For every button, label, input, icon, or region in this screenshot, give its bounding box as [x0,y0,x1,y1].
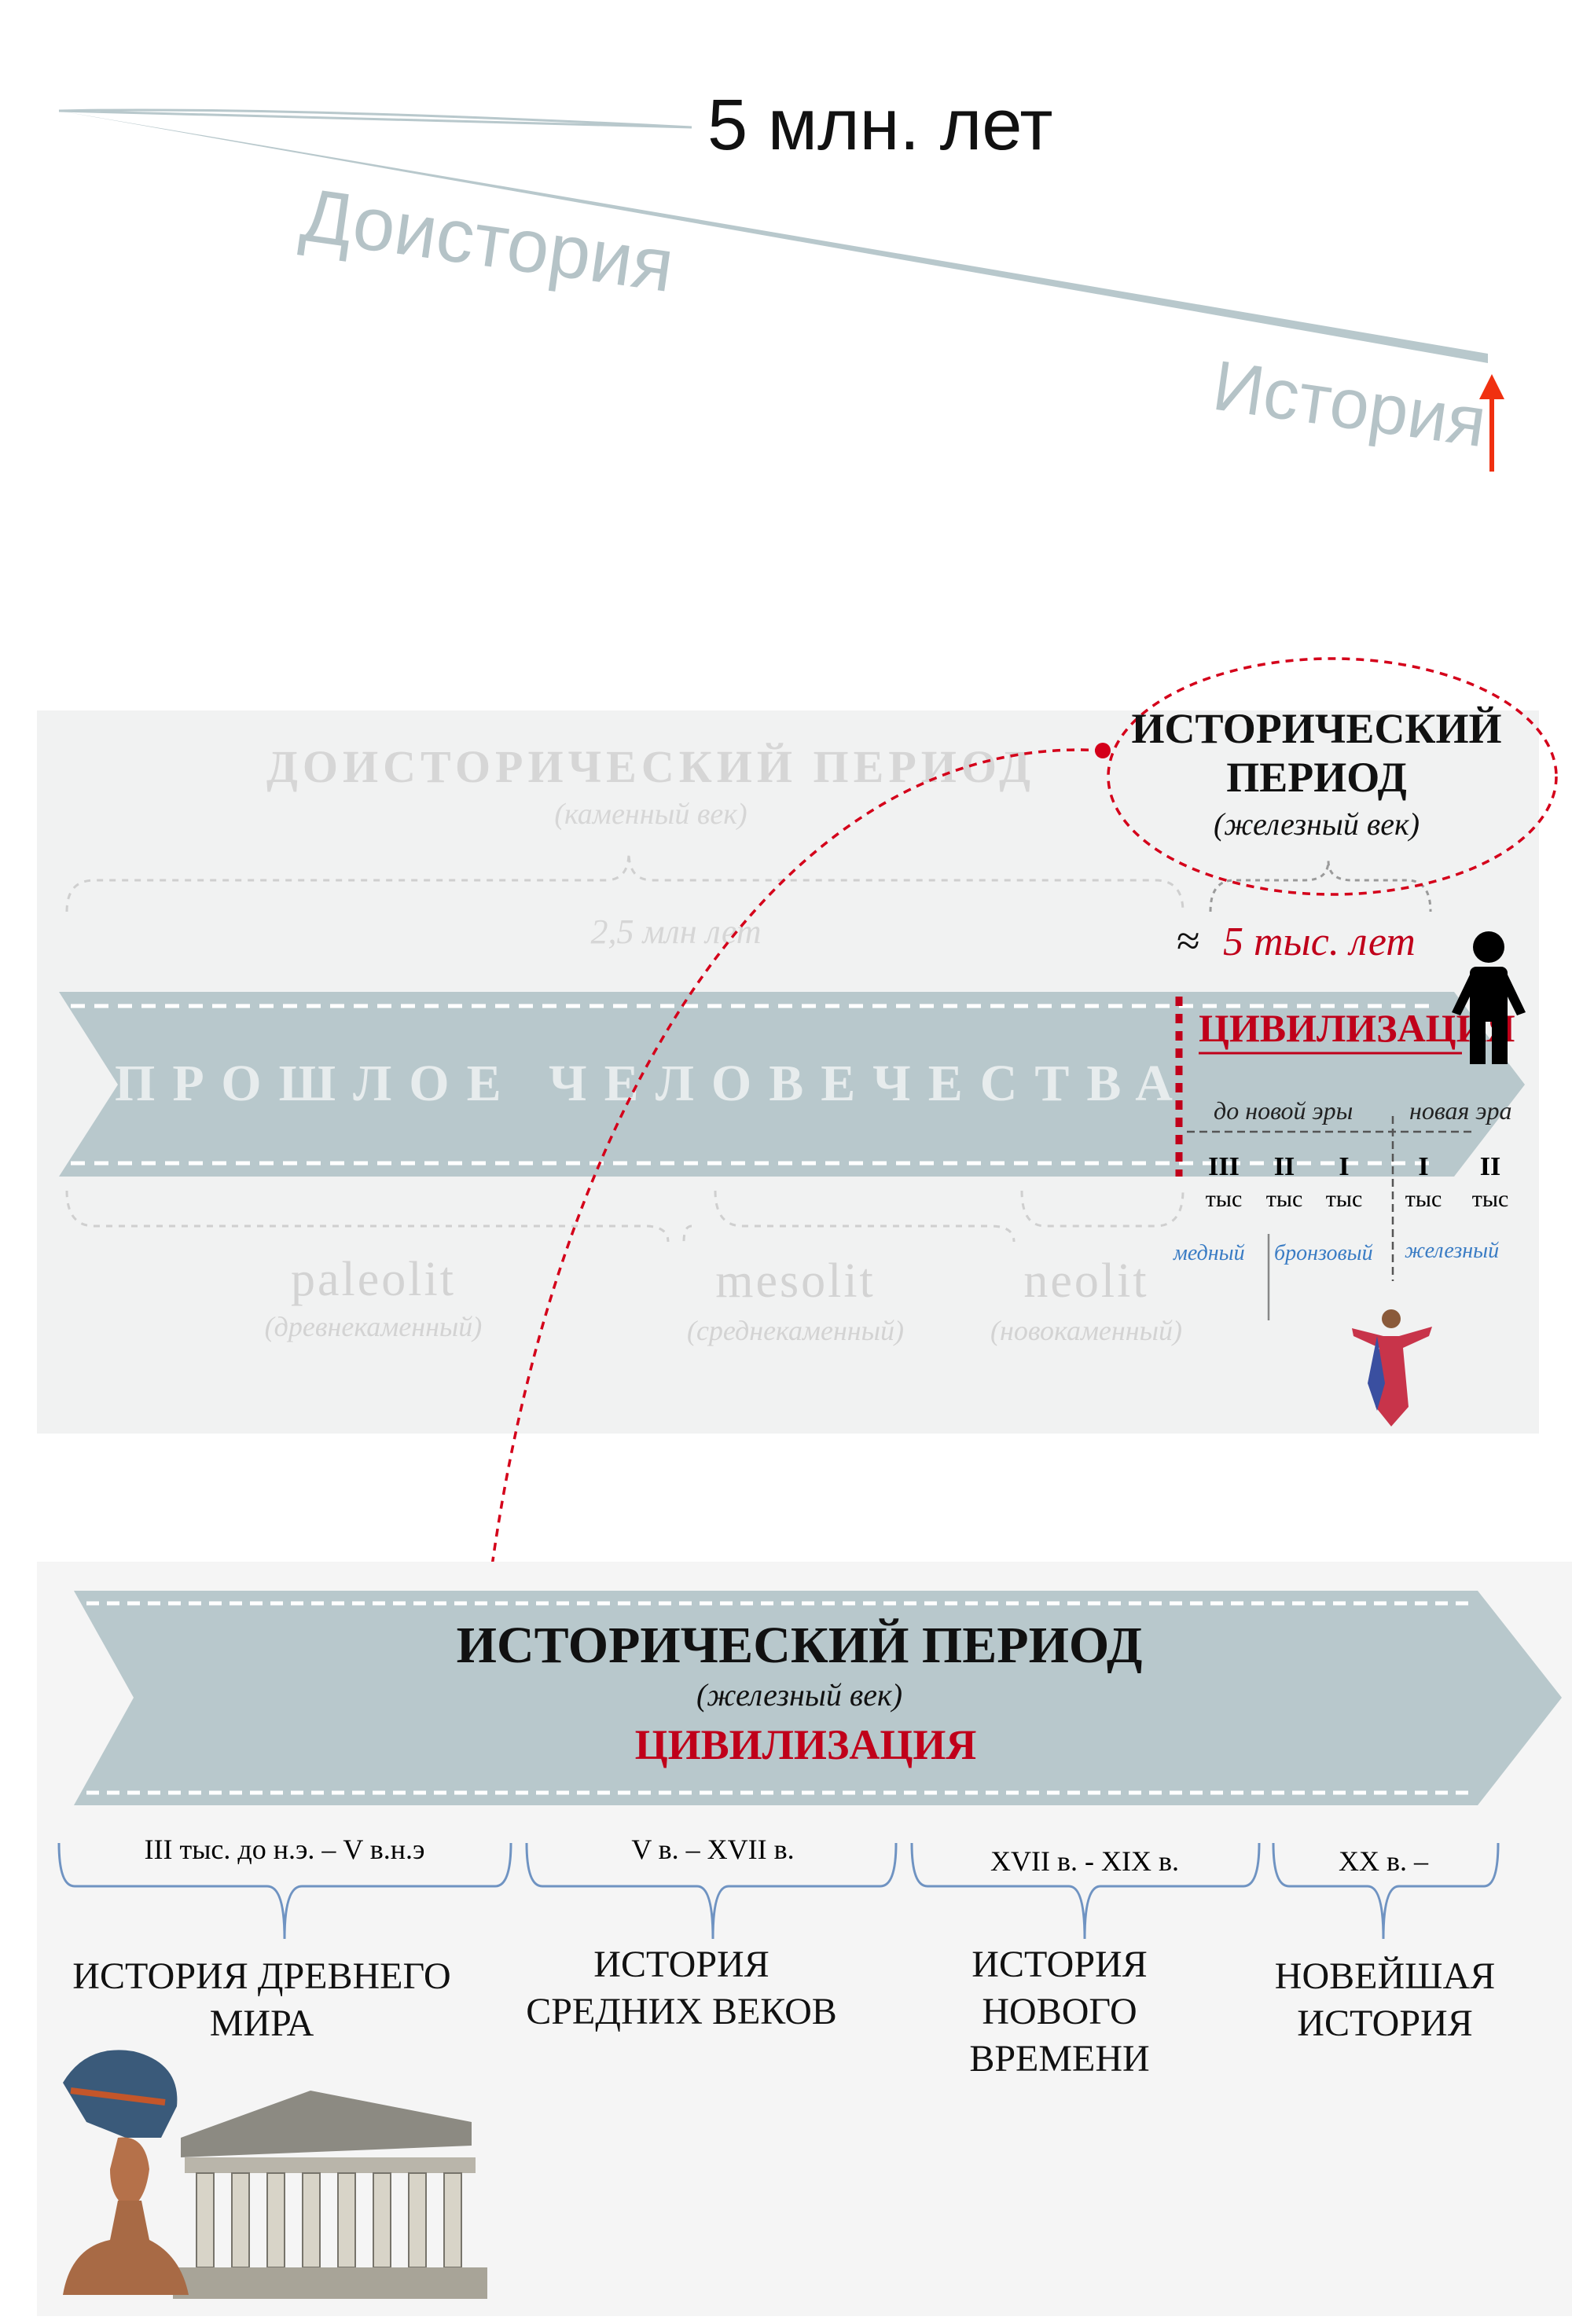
historic-band-subtitle: (железный век) [696,1677,902,1713]
prehistoric-duration: 2,5 млн лет [590,912,761,951]
christ-figure-icon [1352,1309,1432,1426]
approx-symbol: ≈ [1177,917,1200,964]
bracket-middle-ages [525,1842,898,1940]
historic-duration: 5 тыс. лет [1223,920,1416,964]
metal-age-iron: железный [1405,1239,1499,1263]
historic-period-panel: ИСТОРИЧЕСКИЙ ПЕРИОД (железный век) ЦИВИЛ… [37,1562,1572,2316]
svg-text:тыс: тыс [1266,1186,1303,1212]
period-dates-contemporary: XX в. – [1339,1845,1429,1877]
historic-title-line2: ПЕРИОД [1226,754,1406,801]
prehistoric-title: ДОИСТОРИЧЕСКИЙ ПЕРИОД [266,741,1035,792]
band-label: ПРОШЛОЕ ЧЕЛОВЕЧЕСТВА [115,1055,1190,1112]
svg-text:III: III [1208,1152,1240,1181]
svg-text:тыс: тыс [1206,1186,1243,1212]
svg-text:тыс: тыс [1405,1186,1442,1212]
period-name-ancient-1: ИСТОРИЯ ДРЕВНЕГО [72,1955,450,1997]
prehistoric-brace [65,852,1185,912]
history-label: История [1208,347,1491,463]
civilization-label: ЦИВИЛИЗАЦИЯ [1199,1006,1515,1050]
period-name-middle-2: СРЕДНИХ ВЕКОВ [526,1991,837,2032]
timeline-wedge [58,108,692,129]
parthenon-icon [173,2091,487,2299]
millennium-2: II тыс [1266,1152,1303,1212]
top-timeline: 5 млн. лет Доистория История [58,85,1504,472]
connector-arrow [473,748,1104,1612]
paleolit-desc: (древнекаменный) [265,1311,483,1342]
period-dates-modern: XVII в. - XIX в. [990,1845,1179,1877]
period-dates-middle-ages: V в. – XVII в. [631,1834,794,1865]
neolit-label: neolit [1023,1254,1148,1308]
ancient-world-image [63,2050,487,2299]
person-icon [1452,931,1526,1064]
metal-age-bronze: бронзовый [1274,1241,1373,1265]
millennium-5: II тыс [1472,1152,1509,1212]
prehistoric-panel: ДОИСТОРИЧЕСКИЙ ПЕРИОД (каменный век) 2,5… [37,657,1558,1434]
svg-text:I: I [1418,1152,1428,1181]
millennium-3: I тыс [1326,1152,1363,1212]
svg-text:тыс: тыс [1472,1186,1509,1212]
period-name-contemporary-1: НОВЕЙШАЯ [1275,1955,1495,1997]
svg-text:I: I [1339,1152,1349,1181]
span-label: 5 млн. лет [707,85,1053,165]
historic-subtitle: (железный век) [1214,806,1420,842]
paleolit-label: paleolit [291,1253,456,1306]
neolit-desc: (новокаменный) [990,1315,1182,1346]
period-name-modern-2: НОВОГО [982,1991,1137,2032]
historic-band-civilization: ЦИВИЛИЗАЦИЯ [635,1721,977,1768]
up-arrow-icon [1479,374,1504,472]
timeline-wedge-body [59,111,1488,363]
bracket-ancient [57,1842,512,1940]
metal-age-copper: медный [1173,1241,1245,1265]
period-name-contemporary-2: ИСТОРИЯ [1297,2003,1472,2044]
period-name-modern-3: ВРЕМЕНИ [969,2038,1149,2080]
svg-text:тыс: тыс [1326,1186,1363,1212]
nefertiti-bust-icon [63,2050,189,2295]
stone-age-braces [65,1190,1185,1243]
period-dates-ancient: III тыс. до н.э. – V в.н.э [145,1834,425,1865]
mesolit-desc: (среднекаменный) [687,1315,904,1346]
period-name-ancient-2: МИРА [210,2003,314,2044]
millennium-1: III тыс [1206,1152,1243,1212]
period-name-middle-1: ИСТОРИЯ [593,1944,769,1985]
mesolit-label: mesolit [715,1254,876,1308]
period-name-modern-1: ИСТОРИЯ [971,1944,1147,1985]
prehistory-label: Доистория [296,173,679,308]
historic-band-title: ИСТОРИЧЕСКИЙ ПЕРИОД [457,1617,1143,1674]
historic-period-oval [1107,657,1558,896]
svg-text:II: II [1274,1152,1295,1181]
historic-band [74,1591,1562,1805]
millennium-4: I тыс [1405,1152,1442,1212]
historic-title-line1: ИСТОРИЧЕСКИЙ [1131,705,1501,752]
era-ad-label: новая эра [1409,1096,1512,1125]
bracket-modern [910,1842,1261,1940]
bracket-contemporary [1272,1842,1500,1940]
past-of-humanity-band [59,992,1525,1177]
prehistoric-subtitle: (каменный век) [554,798,747,831]
era-bc-label: до новой эры [1214,1096,1353,1125]
svg-text:II: II [1480,1152,1500,1181]
